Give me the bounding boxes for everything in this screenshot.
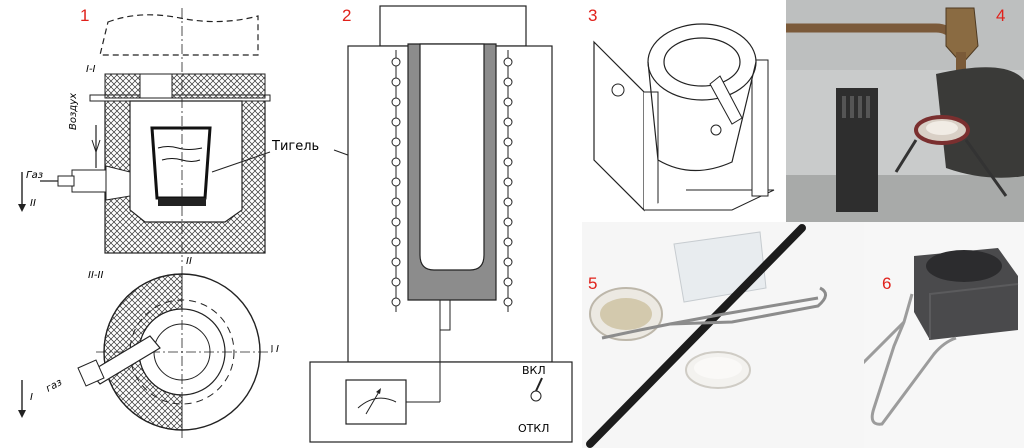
flux-granules <box>600 298 652 330</box>
burner-nozzle <box>105 165 131 201</box>
panel-graphite-crucible-photo: 6 <box>864 222 1024 448</box>
crucible-cradle-drawing <box>593 23 775 212</box>
torch-photo-illustration <box>786 0 1024 222</box>
graphite-crucible-illustration <box>864 222 1024 448</box>
label-mark-II-left: II <box>30 198 36 209</box>
panel-torch-photo: 4 <box>786 0 1024 222</box>
label-gas-bottom: газ <box>44 377 64 395</box>
label-air: Воздух <box>68 93 79 130</box>
label-mark-I-left: I <box>30 392 33 403</box>
crucible-spout <box>709 75 743 125</box>
panel-number-2: 2 <box>342 6 352 25</box>
panel-induction-furnace: ВКЛ ОТКЛ 2 <box>300 0 582 448</box>
cradle-left-plate <box>593 40 645 212</box>
label-crucible: Тигель <box>271 139 319 154</box>
lid-dashed <box>99 14 259 56</box>
panel-number-1: 1 <box>80 6 90 25</box>
flux-photo-illustration <box>582 222 864 448</box>
panel-gas-furnace: I-I Воздух Газ II II II-II I I газ <box>0 0 300 448</box>
gas-furnace-drawing: I-I Воздух Газ II II II-II I I газ <box>18 8 279 440</box>
power-switch[interactable] <box>530 390 542 402</box>
label-gas: Газ <box>26 170 43 181</box>
label-off: ОТКЛ <box>518 422 549 435</box>
panel-crucible-cradle: 3 <box>582 0 786 240</box>
meter <box>345 379 407 425</box>
label-section-top: I-I <box>86 64 96 75</box>
coil-right <box>503 57 513 307</box>
label-section-bottom: II-II <box>88 270 103 281</box>
panel-flux-photo: 5 <box>582 222 864 448</box>
furnace-cover <box>104 73 266 99</box>
torch-head <box>945 7 979 65</box>
coil-left <box>391 57 401 307</box>
panel-number-3: 3 <box>588 6 598 25</box>
cradle-right-plate <box>751 59 769 197</box>
panel-number-6: 6 <box>882 274 892 293</box>
graphite-crucible-cavity <box>926 250 1002 282</box>
cover-opening <box>139 73 173 99</box>
wire-handle <box>870 293 957 426</box>
crucible-cavity <box>419 43 485 271</box>
crucible-body <box>647 61 757 172</box>
label-mark-II-center: II <box>186 256 192 267</box>
induction-furnace-drawing: ВКЛ ОТКЛ <box>309 5 573 443</box>
charcoal-block <box>936 67 1024 178</box>
panel-number-5: 5 <box>588 274 598 293</box>
panel-number-4: 4 <box>996 6 1006 25</box>
crucible-leader-1 <box>211 151 271 173</box>
label-mark-I-right: I <box>276 344 279 355</box>
tongs <box>669 286 827 326</box>
label-on: ВКЛ <box>522 364 546 377</box>
stirring-rod <box>586 224 806 448</box>
